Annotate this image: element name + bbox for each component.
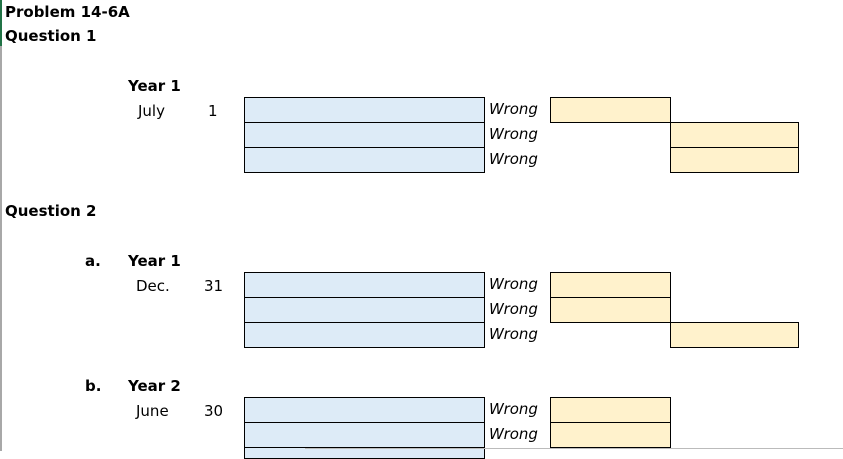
- q2a-year: Year 1: [128, 252, 181, 270]
- credit-amount-input[interactable]: [670, 122, 799, 148]
- credit-amount-input[interactable]: [670, 147, 799, 173]
- status-wrong: Wrong: [489, 325, 538, 343]
- q2a-letter: a.: [85, 252, 101, 270]
- question-1-label: Question 1: [5, 27, 97, 45]
- sheet-edge: [0, 0, 2, 451]
- account-input[interactable]: [244, 397, 485, 423]
- question-2-label: Question 2: [5, 202, 97, 220]
- debit-amount-input[interactable]: [550, 397, 671, 423]
- q2b-letter: b.: [85, 377, 102, 395]
- debit-amount-input[interactable]: [550, 97, 671, 123]
- debit-amount-input[interactable]: [550, 272, 671, 298]
- q2b-day: 30: [204, 402, 224, 420]
- status-wrong: Wrong: [489, 425, 538, 443]
- status-wrong: Wrong: [489, 100, 538, 118]
- account-input[interactable]: [244, 122, 485, 148]
- q1-day: 1: [208, 102, 218, 120]
- partial-row-border: [305, 448, 843, 449]
- account-input[interactable]: [244, 272, 485, 298]
- problem-title: Problem 14-6A: [5, 3, 130, 21]
- q1-year: Year 1: [128, 77, 181, 95]
- status-wrong: Wrong: [489, 150, 538, 168]
- account-input[interactable]: [244, 322, 485, 348]
- account-input[interactable]: [244, 147, 485, 173]
- q2a-day: 31: [204, 277, 224, 295]
- q2a-month: Dec.: [136, 277, 170, 295]
- account-input[interactable]: [244, 422, 485, 448]
- credit-amount-input[interactable]: [670, 322, 799, 348]
- active-cell-edge: [0, 0, 2, 46]
- status-wrong: Wrong: [489, 125, 538, 143]
- debit-amount-input[interactable]: [550, 297, 671, 323]
- q1-month: July: [138, 102, 165, 120]
- debit-amount-input[interactable]: [550, 422, 671, 448]
- status-wrong: Wrong: [489, 400, 538, 418]
- account-input[interactable]: [244, 97, 485, 123]
- account-input[interactable]: [244, 297, 485, 323]
- status-wrong: Wrong: [489, 300, 538, 318]
- q2b-year: Year 2: [128, 377, 181, 395]
- q2b-month: June: [136, 402, 169, 420]
- status-wrong: Wrong: [489, 275, 538, 293]
